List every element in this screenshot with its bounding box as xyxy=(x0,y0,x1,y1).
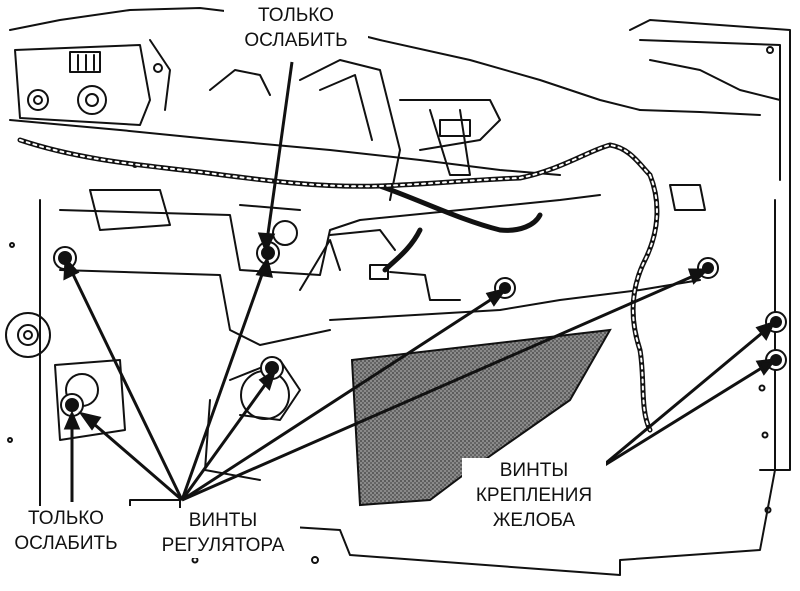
leader-top-loosen xyxy=(264,61,294,249)
hinge-slot xyxy=(69,51,101,73)
label-gutter-line3: ЖЕЛОБА xyxy=(492,510,576,531)
hinge-nut xyxy=(27,89,49,111)
wire-harness-down xyxy=(382,227,423,273)
label-loosen-bottom-line2: ОСЛАБИТЬ xyxy=(14,533,118,554)
label-loosen-only-top: ТОЛЬКО ОСЛАБИТЬ xyxy=(224,3,368,53)
leader-gutter-1 xyxy=(599,326,769,470)
inner-panel-ridge xyxy=(59,194,601,276)
label-regulator-line1: ВИНТЫ xyxy=(188,510,258,531)
label-gutter-line1: ВИНТЫ xyxy=(499,460,569,481)
leader-reg-3 xyxy=(180,265,267,501)
label-gutter-line2: КРЕПЛЕНИЯ xyxy=(475,485,593,506)
label-regulator-line2: РЕГУЛЯТОРА xyxy=(161,535,285,556)
hinge-bracket xyxy=(14,44,151,126)
door-upper-frame-inner xyxy=(9,119,561,176)
window-guide-channel xyxy=(299,59,401,201)
hinge-bolt xyxy=(77,85,107,115)
leader-reg-2 xyxy=(86,416,183,502)
label-loosen-top-line1: ТОЛЬКО xyxy=(258,5,334,26)
wire-harness-branch xyxy=(377,183,543,233)
label-loosen-only-bottom: ТОЛЬКО ОСЛАБИТЬ xyxy=(0,506,132,556)
label-regulator-screws: ВИНТЫ РЕГУЛЯТОРА xyxy=(146,508,300,558)
label-gutter-screws: ВИНТЫ КРЕПЛЕНИЯ ЖЕЛОБА xyxy=(462,458,606,533)
leader-reg-1 xyxy=(68,267,184,501)
leader-reg-5 xyxy=(181,293,499,502)
right-frame-inner xyxy=(639,39,781,181)
wire-harness-main xyxy=(17,137,653,189)
right-frame-outer xyxy=(629,19,791,471)
wire-clip-1 xyxy=(369,264,389,280)
leader-reg-6 xyxy=(181,272,699,502)
window-guide-left xyxy=(209,69,271,96)
screw-left-lower xyxy=(60,393,84,417)
clip-bracket xyxy=(439,119,471,137)
label-loosen-bottom-line1: ТОЛЬКО xyxy=(28,508,104,529)
speaker-grommet xyxy=(5,312,51,358)
leader-gutter-2 xyxy=(599,362,769,470)
label-loosen-top-line2: ОСЛАБИТЬ xyxy=(244,30,348,51)
leader-reg-4 xyxy=(180,377,272,501)
